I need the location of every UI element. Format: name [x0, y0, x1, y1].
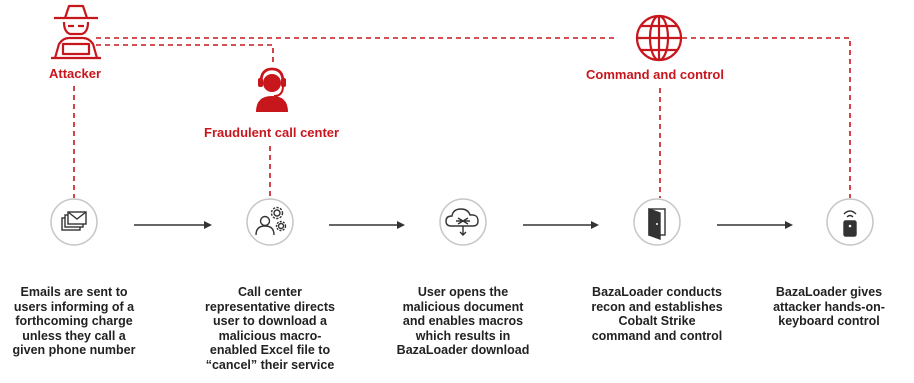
attacker-icon — [51, 4, 101, 60]
step3-circle — [439, 198, 487, 246]
step4-description: BazaLoader conducts recon and establishe… — [591, 285, 723, 343]
keyboard-control-icon — [843, 210, 857, 237]
call-center-agent-icon — [256, 67, 288, 112]
attacker-label: Attacker — [49, 66, 102, 81]
globe-icon — [635, 14, 683, 62]
dashed-connectors — [73, 37, 851, 198]
command-and-control-label: Command and control — [586, 67, 724, 82]
step5-description: BazaLoader gives attacker hands-on- keyb… — [773, 285, 885, 328]
step3-description: User opens the malicious document and en… — [396, 285, 530, 357]
step1-description: Emails are sent to users informing of a … — [12, 285, 136, 357]
attacker-to-callcenter-line — [96, 44, 274, 66]
c2-to-step5-line — [664, 37, 851, 198]
step2-description: Call center representative directs user … — [205, 285, 335, 372]
flow-arrows — [134, 221, 793, 229]
call-center-representative-icon — [255, 206, 287, 236]
cloud-download-icon — [445, 208, 479, 236]
door-icon — [648, 208, 666, 240]
step-circles — [50, 198, 874, 246]
call-center-label: Fraudulent call center — [204, 125, 340, 140]
email-icon — [61, 211, 87, 231]
